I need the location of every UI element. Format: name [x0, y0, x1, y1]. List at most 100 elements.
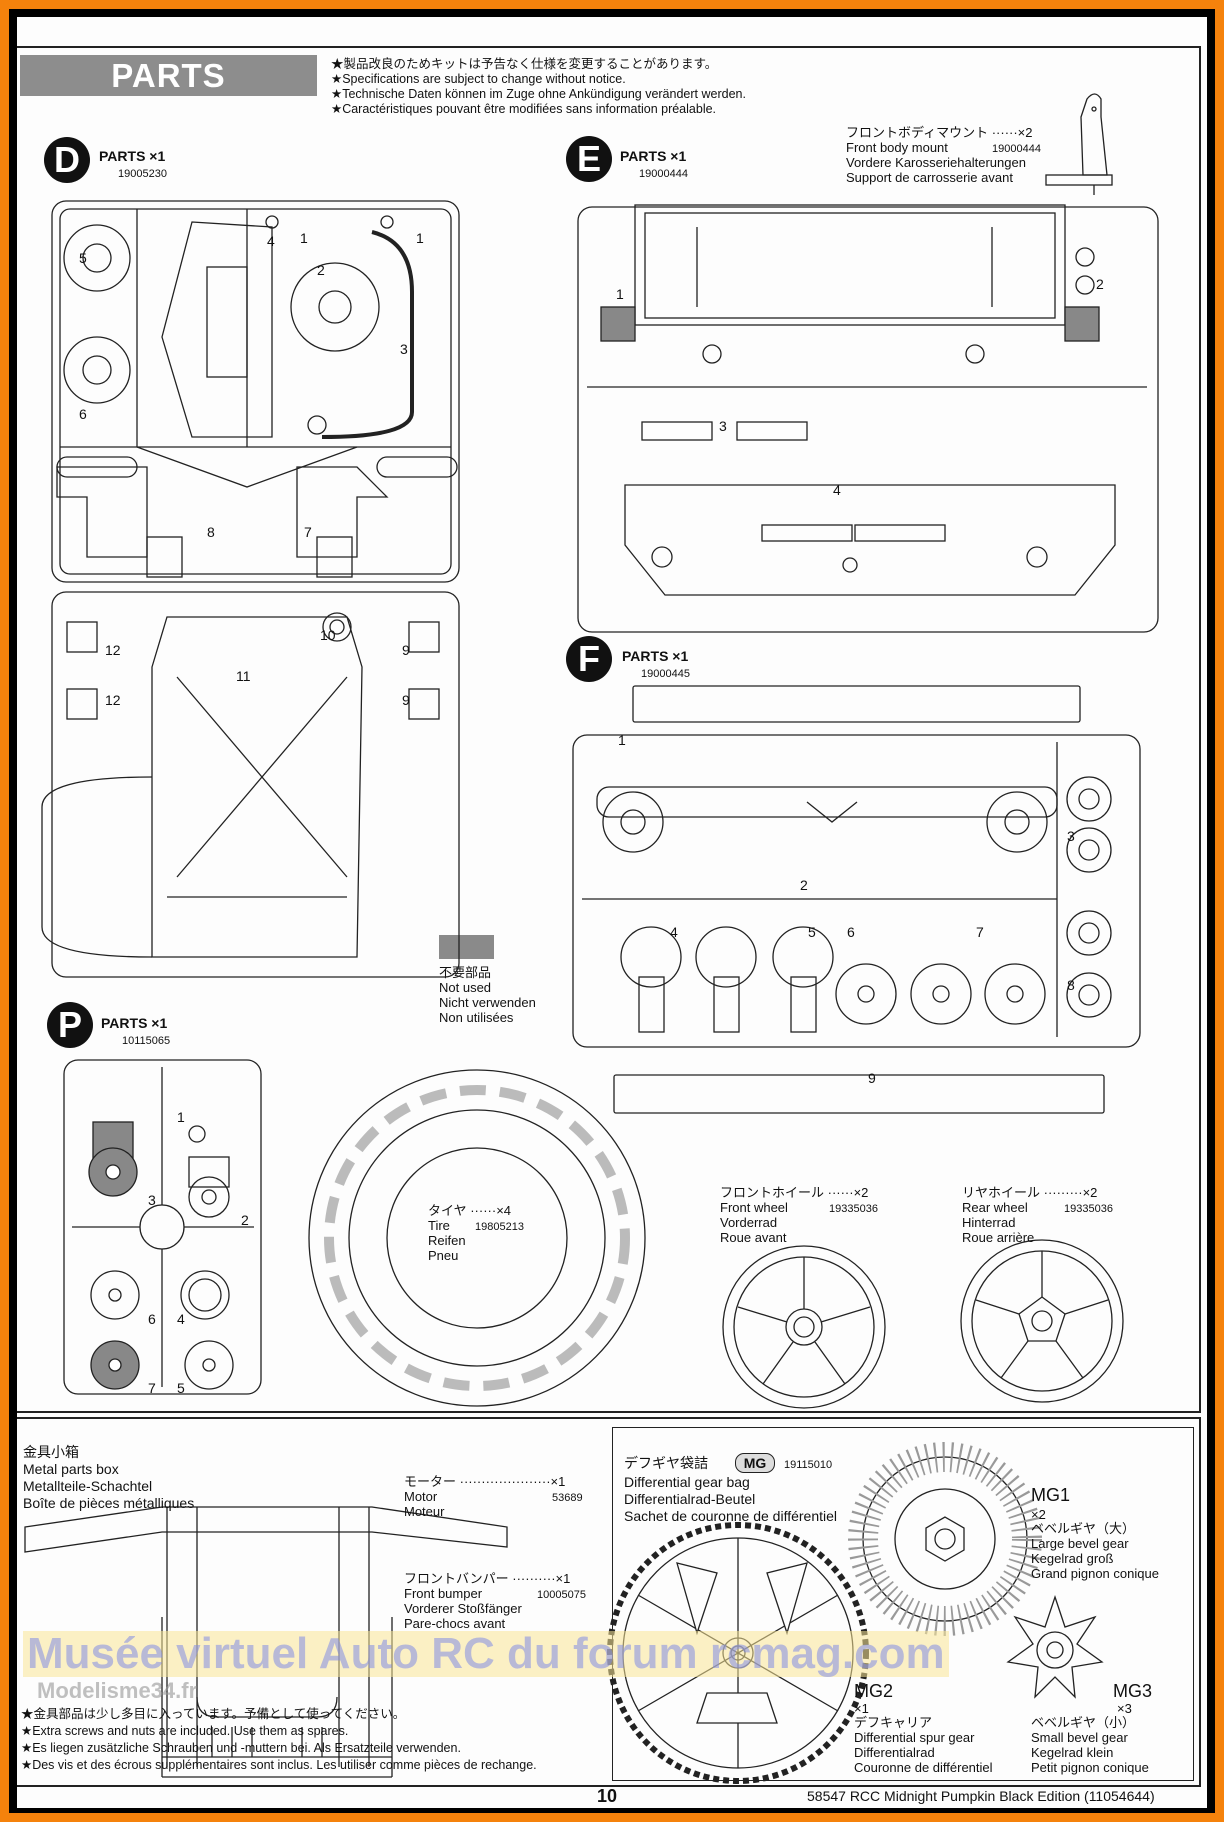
caption-de: Vordere Karosseriehalterungen [846, 155, 1026, 170]
sprue-p [63, 1059, 262, 1395]
mg-badge: MG [735, 1453, 775, 1473]
part-number: 8 [207, 524, 215, 540]
part-number: 7 [976, 924, 984, 940]
heading-de: Differentialrad-Beutel [624, 1491, 756, 1507]
part-number: 3 [719, 418, 727, 434]
note-fr: ★Des vis et des écrous supplémentaires s… [21, 1758, 537, 1772]
caption-jp: フロントホイール ······×2 [720, 1185, 869, 1200]
sprue-d-code: 19005230 [118, 168, 167, 180]
caption-qty: ×1 [854, 1701, 869, 1716]
part-number: 7 [148, 1380, 156, 1396]
legend-jp: 不要部品 [439, 965, 492, 980]
part-number: 6 [847, 924, 855, 940]
part-number: 10 [320, 627, 336, 643]
main-parts-border [17, 46, 1201, 1413]
sprue-d-upper [51, 200, 460, 583]
caption-jp: フロントバンパー ··········×1 [404, 1571, 571, 1586]
caption-jp: ベベルギヤ（大） [1031, 1521, 1136, 1536]
sprue-p-badge: P [47, 1002, 93, 1048]
note-en: ★Extra screws and nuts are included. Use… [21, 1724, 349, 1738]
part-number: 2 [241, 1212, 249, 1228]
caption-fr: Support de carrosserie avant [846, 170, 1013, 185]
page-number: 10 [597, 1786, 618, 1806]
caption-code: 10005075 [537, 1589, 586, 1601]
sprue-e-label: PARTS ×1 [620, 148, 687, 164]
part-number: 8 [1067, 977, 1075, 993]
legend-en: Not used [439, 980, 492, 995]
note-en: ★Specifications are subject to change wi… [331, 72, 626, 86]
part-number: 3 [400, 341, 408, 357]
caption-code: 19335036 [1064, 1203, 1113, 1215]
part-number: 12 [105, 692, 121, 708]
sprue-d-label: PARTS ×1 [99, 148, 166, 164]
caption-fr: Roue arrière [962, 1230, 1035, 1245]
part-number: 2 [1096, 276, 1104, 292]
heading-en: Differential gear bag [624, 1474, 750, 1490]
heading-de: Metallteile-Schachtel [23, 1478, 153, 1494]
part-number: 4 [267, 233, 275, 249]
part-number: 1 [177, 1109, 185, 1125]
caption-jp: フロントボディマウント ······×2 [846, 125, 1033, 140]
sprue-e-code: 19000444 [639, 168, 688, 180]
caption-qty: ×3 [1117, 1701, 1132, 1716]
legend-de: Nicht verwenden [439, 995, 536, 1010]
caption-code: 19000444 [992, 143, 1041, 155]
note-jp: ★製品改良のためキットは予告なく仕様を変更することがあります。 [331, 57, 718, 71]
heading-jp: デフギヤ袋詰 [624, 1455, 708, 1471]
rear-wheel-drawing [960, 1239, 1124, 1403]
caption-en: Motor [404, 1489, 438, 1504]
sprue-f [572, 685, 1141, 1114]
parts-drawings: 5 4 1 1 2 3 6 8 7 10 12 9 11 12 9 1 2 3 … [24, 93, 1159, 1784]
part-number: 12 [105, 642, 121, 658]
watermark-logo: Modelisme34.fr [37, 1678, 198, 1703]
part-number: 1 [416, 230, 424, 246]
part-number: 1 [616, 286, 624, 302]
part-number: 9 [402, 642, 410, 658]
note-fr: ★Caractéristiques pouvant être modifiées… [331, 102, 717, 116]
product-footer: 58547 RCC Midnight Pumpkin Black Edition… [807, 1788, 1155, 1804]
legend-fr: Non utilisées [439, 1010, 514, 1025]
caption-en: Front body mount [846, 140, 948, 155]
sprue-d-numbers: 5 4 1 1 2 3 6 8 7 10 12 9 11 12 9 [79, 230, 424, 708]
caption-jp: タイヤ ······×4 [428, 1203, 512, 1218]
caption-fr: Petit pignon conique [1031, 1760, 1149, 1775]
caption-de: Kegelrad klein [1031, 1745, 1114, 1760]
caption-en: Front wheel [720, 1200, 788, 1215]
caption-en: Differential spur gear [854, 1730, 975, 1745]
part-number: 2 [800, 877, 808, 893]
caption-code: 19805213 [475, 1221, 524, 1233]
sprue-e-badge: E [566, 136, 612, 182]
sprue-d-badge: D [44, 137, 90, 183]
caption-qty: ×2 [1031, 1507, 1046, 1522]
caption-de: Differentialrad [854, 1745, 935, 1760]
part-number: 3 [1067, 828, 1075, 844]
caption-en: Front bumper [404, 1586, 483, 1601]
mg3-gear-drawing [1006, 1594, 1104, 1699]
part-number: 9 [868, 1070, 876, 1086]
bottom-section-border [17, 1417, 1201, 1787]
sprue-f-badge: F [566, 636, 612, 682]
heading-fr: Boîte de pièces métalliques [23, 1495, 195, 1511]
sprue-e-numbers: 1 2 3 4 [616, 276, 1104, 498]
part-number: 4 [670, 924, 678, 940]
caption-id: MG2 [854, 1681, 894, 1701]
caption-fr: Moteur [404, 1504, 445, 1519]
caption-en: Rear wheel [962, 1200, 1028, 1215]
caption-de: Kegelrad groß [1031, 1551, 1114, 1566]
sprue-p-numbers: 1 3 2 6 4 7 5 [148, 1109, 249, 1396]
sprue-d-lower [41, 591, 460, 978]
heading-code: 19115010 [784, 1459, 833, 1471]
caption-en: Tire [428, 1218, 450, 1233]
sprue-e [577, 204, 1159, 633]
caption-de: Vorderrad [720, 1215, 778, 1230]
caption-jp: デフキャリア [854, 1715, 933, 1730]
caption-code: 19335036 [829, 1203, 878, 1215]
sprue-p-label: PARTS ×1 [101, 1015, 168, 1031]
instruction-page: PARTS ★製品改良のためキットは予告なく仕様を変更することがあります。 ★S… [17, 17, 1207, 1808]
note-de: ★Es liegen zusätzliche Schrauben und -mu… [21, 1741, 461, 1755]
sprue-f-code: 19000445 [641, 668, 690, 680]
caption-de: Hinterrad [962, 1215, 1016, 1230]
part-number: 2 [317, 262, 325, 278]
part-number: 1 [300, 230, 308, 246]
part-number: 6 [79, 406, 87, 422]
